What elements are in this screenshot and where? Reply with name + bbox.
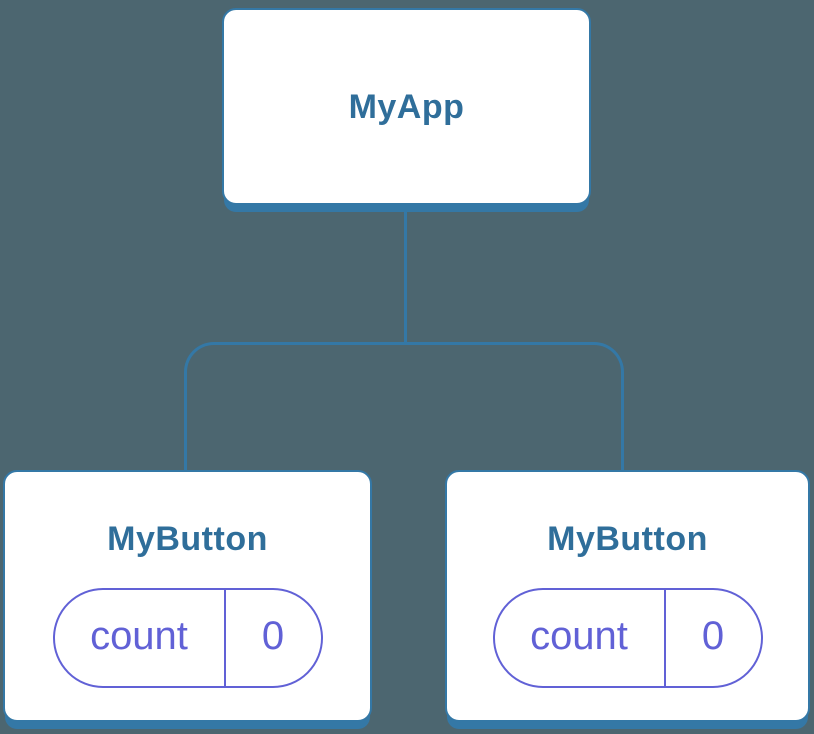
state-value: 0 xyxy=(701,613,725,658)
node-label: MyButton xyxy=(547,520,708,558)
state-value-cell: 0 xyxy=(226,590,321,686)
state-name: count xyxy=(530,613,628,658)
state-pill: count 0 xyxy=(492,588,763,688)
state-pill: count 0 xyxy=(52,588,323,688)
state-pill-divider xyxy=(223,590,226,686)
connector-stem-line xyxy=(404,208,407,345)
state-pill-divider xyxy=(663,590,666,686)
component-node-mybutton-1: MyButton count 0 xyxy=(3,470,372,722)
state-name-cell: count xyxy=(495,590,664,686)
connector-branch-bracket xyxy=(184,342,624,470)
state-value: 0 xyxy=(261,613,285,658)
state-name-cell: count xyxy=(55,590,224,686)
component-node-myapp: MyApp xyxy=(222,8,591,205)
state-value-cell: 0 xyxy=(666,590,761,686)
state-name: count xyxy=(90,613,188,658)
node-label: MyButton xyxy=(107,520,268,558)
node-label: MyApp xyxy=(348,87,465,126)
component-node-mybutton-2: MyButton count 0 xyxy=(445,470,810,722)
